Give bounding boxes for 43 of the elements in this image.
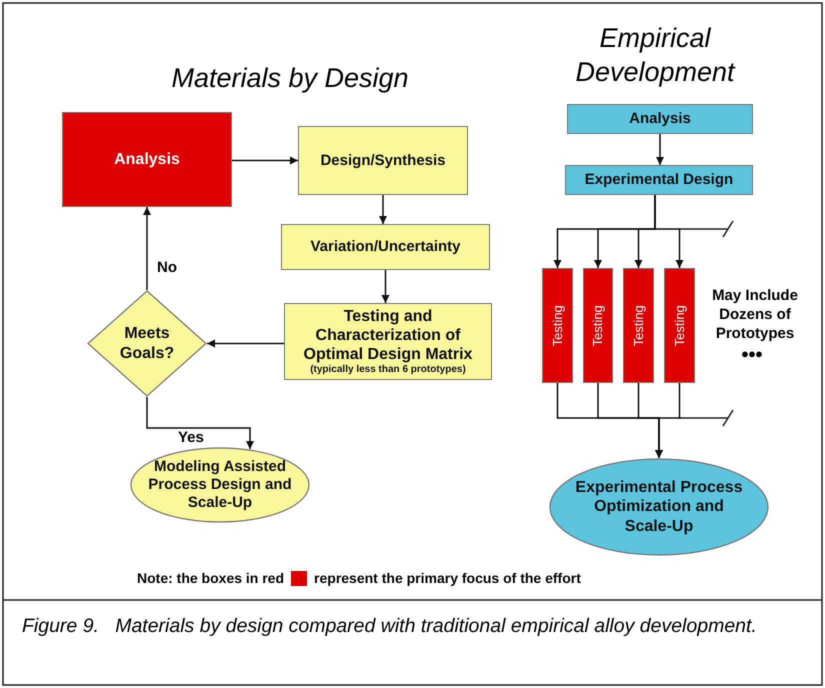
testing-box [623,268,654,383]
testing-box [664,268,695,383]
node-label: Experimental Process Optimization and Scale-Up [574,478,744,536]
node-label: Modeling Assisted Process Design and Scale-Up [147,458,293,512]
section-title: Materials by Design [170,62,410,95]
decision-diamond [87,290,207,397]
node-label: Experimental Design [584,171,734,189]
node-label: Meets Goals? [118,324,176,363]
node-label: Design/Synthesis [320,152,446,170]
annotation-text: May Include Dozens of Prototypes [711,287,799,344]
figure-caption: Figure 9. Materials by design compared with traditional empirical alloy development. [22,614,758,639]
node-label: Testing [590,304,606,346]
arrow [655,383,680,458]
section-title: Empirical Development [574,22,736,89]
node-label: Analysis [629,110,691,128]
node-label: Testing and Characterization of Optimal Design Matrix [302,306,474,364]
arrow [232,156,298,164]
arrow [207,340,284,348]
process-box [567,104,753,134]
outcome-ellipse [549,458,769,556]
arrow [379,195,387,224]
node-note: (typically less than 6 prototypes) [310,364,466,376]
process-box [281,224,490,270]
node-label: Variation/Uncertainty [310,238,461,256]
process-box [284,303,492,380]
process-box [298,126,468,195]
testing-box [583,268,613,383]
process-box [565,165,753,195]
node-label: Testing [672,304,688,346]
testing-box [542,268,573,383]
process-box [62,112,232,207]
note-text: Note: the boxes in red [137,570,284,586]
node-label: Testing [630,304,646,346]
outcome-ellipse [130,447,310,523]
arrow [656,134,664,165]
arrow [146,397,254,450]
node-label: Testing [550,304,566,346]
node-label: Analysis [114,150,180,170]
arrow [143,207,151,290]
arrow [382,270,390,303]
legend-text: represent the primary focus of the effort [314,570,581,586]
arrow [654,195,684,268]
ellipsis-text: ••• [740,343,764,368]
